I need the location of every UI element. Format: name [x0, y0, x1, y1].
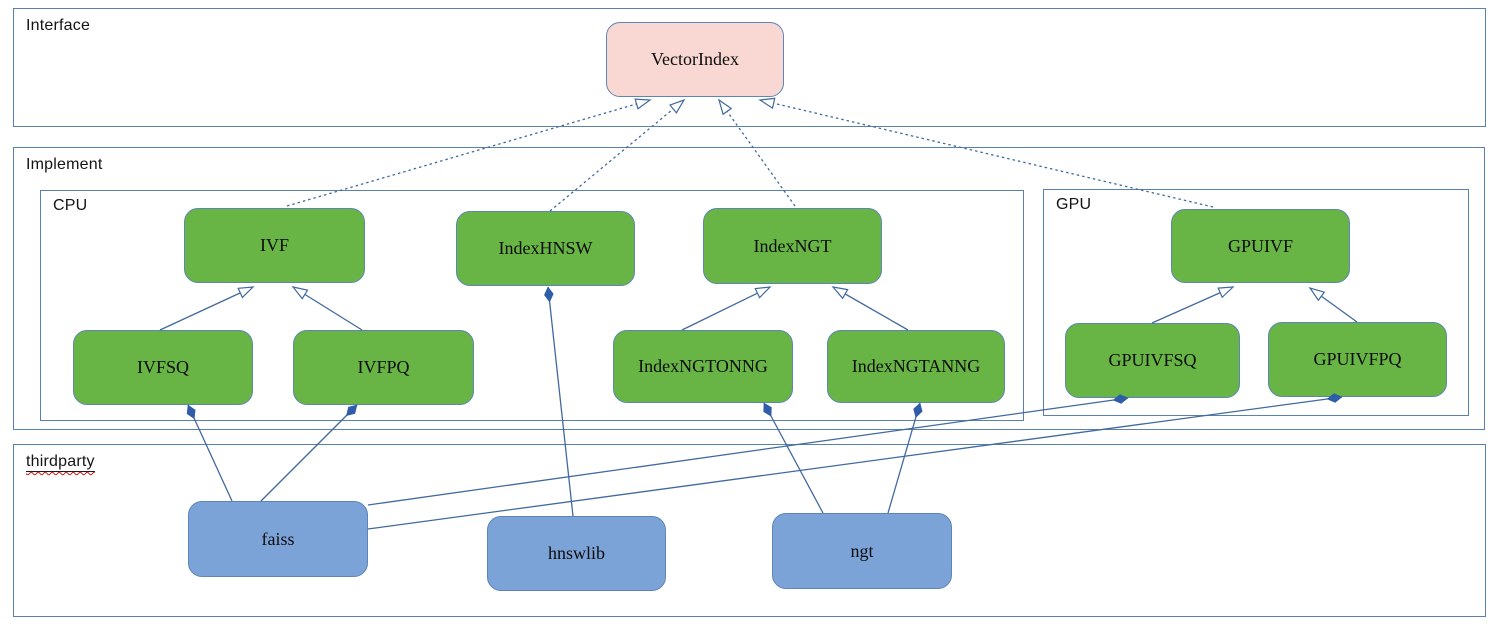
node-indexngtonng[interactable]: IndexNGTONNG — [613, 330, 793, 403]
container-label-interface: Interface — [26, 17, 91, 34]
node-ivf[interactable]: IVF — [184, 208, 365, 283]
container-label-thirdparty-text: thirdparty — [26, 453, 95, 472]
node-indexhnsw[interactable]: IndexHNSW — [456, 211, 635, 286]
node-ngt[interactable]: ngt — [772, 513, 952, 589]
container-label-implement: Implement — [26, 156, 103, 173]
node-gpuivfpq-label: GPUIVFPQ — [1313, 349, 1402, 369]
node-gpuivfpq[interactable]: GPUIVFPQ — [1268, 322, 1447, 397]
node-gpuivfsq[interactable]: GPUIVFSQ — [1065, 323, 1240, 398]
node-indexngt[interactable]: IndexNGT — [703, 208, 882, 284]
node-indexngtanng[interactable]: IndexNGTANNG — [827, 330, 1005, 403]
node-indexngtanng-label: IndexNGTANNG — [851, 356, 981, 376]
node-ngt-label: ngt — [850, 540, 874, 561]
node-vectorindex[interactable]: VectorIndex — [606, 22, 784, 97]
node-faiss[interactable]: faiss — [188, 501, 368, 577]
node-indexngt-label: IndexNGT — [753, 235, 832, 256]
node-gpuivf[interactable]: GPUIVF — [1171, 209, 1350, 283]
node-gpuivf-label: GPUIVF — [1227, 235, 1293, 256]
container-label-cpu: CPU — [53, 197, 88, 214]
container-label-thirdparty: thirdparty — [26, 453, 95, 472]
node-ivfpq[interactable]: IVFPQ — [293, 330, 474, 405]
node-ivfsq-label: IVFSQ — [136, 357, 189, 377]
node-gpuivfsq-label: GPUIVFSQ — [1108, 350, 1197, 370]
node-ivfsq[interactable]: IVFSQ — [73, 330, 253, 405]
node-ivf-label: IVF — [259, 235, 289, 255]
node-ivfpq-label: IVFPQ — [357, 357, 410, 377]
node-hnswlib-label: hnswlib — [547, 543, 605, 563]
node-indexhnsw-label: IndexHNSW — [498, 238, 593, 258]
node-hnswlib[interactable]: hnswlib — [487, 516, 666, 591]
container-label-gpu: GPU — [1056, 196, 1092, 213]
node-indexngtonng-label: IndexNGTONNG — [638, 356, 768, 376]
node-faiss-label: faiss — [261, 528, 295, 549]
node-vectorindex-label: VectorIndex — [651, 49, 739, 69]
